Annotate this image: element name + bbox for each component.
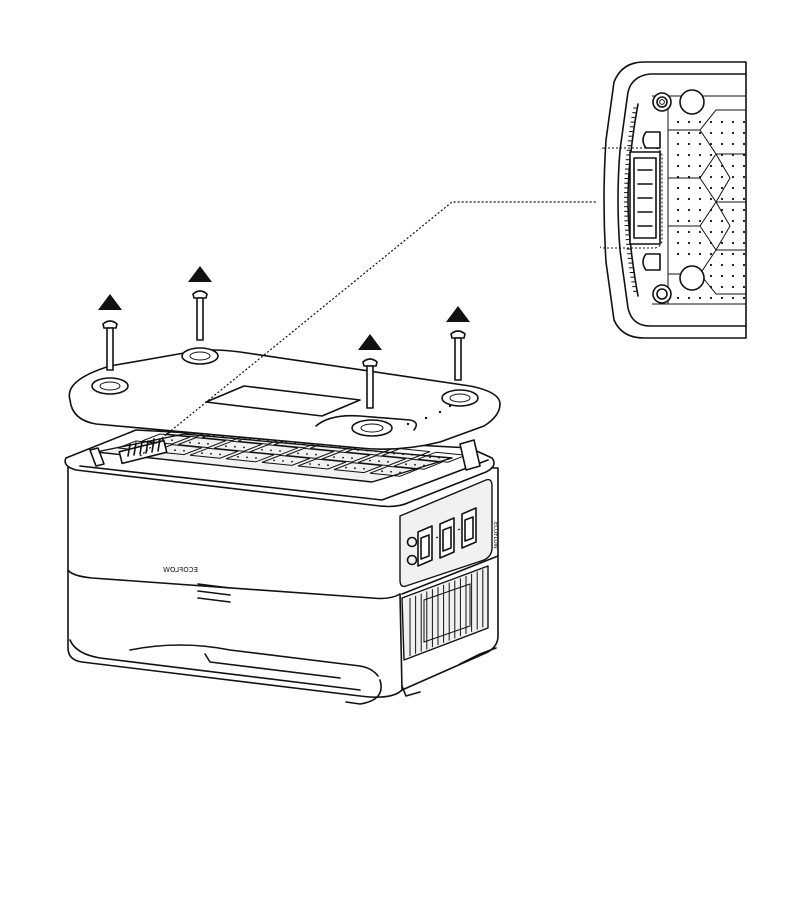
up-arrow-icon [446, 306, 470, 322]
ac-outlet-3 [462, 508, 476, 548]
connector-port [630, 152, 660, 244]
screw-2 [188, 266, 212, 340]
lid-boss-4 [442, 390, 478, 406]
lid-boss-2 [182, 348, 218, 364]
up-arrow-icon [98, 294, 122, 310]
screw-1 [98, 294, 122, 370]
up-arrow-icon [358, 334, 382, 350]
lid-boss-1 [92, 378, 128, 394]
front-brand-mark: ECOFLOW [163, 566, 198, 574]
lid-boss-3 [352, 420, 392, 436]
up-arrow-icon [188, 266, 212, 282]
detail-inset [596, 62, 746, 338]
side-brand-mark: ECOFLOW [492, 522, 498, 550]
ac-outlet-2 [440, 518, 454, 558]
ac-outlet-1 [418, 526, 432, 566]
screw-4 [446, 306, 470, 380]
